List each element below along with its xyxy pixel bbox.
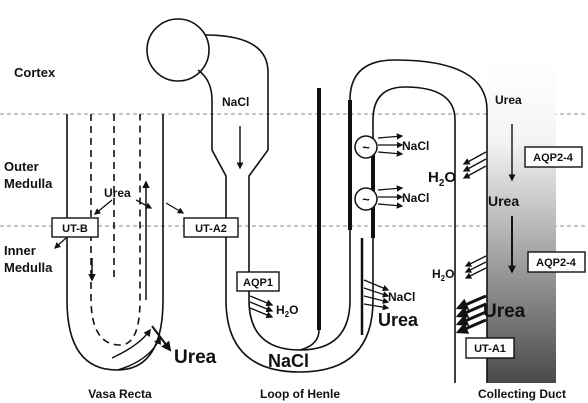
- duct-urea-efflux-arrows: [455, 294, 487, 334]
- pump-1-symbol: ~: [362, 140, 370, 155]
- pump-1-arrows: [377, 133, 404, 157]
- aqp2-4-lower-label: AQP2-4: [536, 257, 577, 269]
- ut-a2-label: UT-A2: [195, 223, 227, 235]
- loop-water-label: H2O: [276, 303, 298, 319]
- cortex-nacl-label: NaCl: [222, 95, 249, 109]
- urea-to-uta2-arrow: [135, 199, 153, 209]
- collecting-duct-label: Collecting Duct: [478, 387, 566, 401]
- ut-b-outflow-arrow: [54, 237, 67, 249]
- loop-bend-inner: [299, 329, 320, 351]
- duct-water-arrows-upper: [462, 151, 487, 179]
- vasa-urea-big-label: Urea: [174, 347, 217, 368]
- urea-into-loop-arrow: [165, 202, 185, 214]
- glomerulus: [146, 18, 210, 82]
- zone-cortex-label: Cortex: [14, 65, 56, 80]
- pump-2-symbol: ~: [362, 192, 370, 207]
- vasa-curve-arrow-outer: [117, 336, 161, 371]
- vasa-curve-arrow-inner: [111, 328, 151, 359]
- duct-urea-label-3: Urea: [483, 301, 526, 322]
- aqp2-4-upper-box: [524, 146, 583, 168]
- ut-b-label: UT-B: [62, 223, 88, 235]
- pump-2-nacl-label: NaCl: [402, 191, 429, 205]
- vasa-recta: [66, 114, 164, 371]
- inner-nacl-label: NaCl: [388, 290, 415, 304]
- ut-a2-box: [183, 217, 239, 238]
- zone-outer-label-1: Outer: [4, 159, 39, 174]
- nacl-pump-1: [354, 135, 378, 159]
- collecting-duct-lumen: [487, 60, 556, 383]
- loop-urea-label: Urea: [378, 310, 419, 330]
- duct-water-arrows-lower: [464, 255, 487, 279]
- aqp2-4-upper-label: AQP2-4: [533, 152, 574, 164]
- duct-water-label-lower: H2O: [432, 267, 454, 283]
- aqp2-4-lower-box: [527, 251, 586, 273]
- aqp1-water-arrows: [249, 295, 274, 319]
- urea-to-utb-arrow: [93, 199, 113, 215]
- duct-water-label-upper: H2O: [428, 169, 456, 189]
- inner-nacl-arrows: [363, 279, 390, 311]
- loop-of-henle-label: Loop of Henle: [260, 387, 340, 401]
- duct-urea-label-2: Urea: [488, 193, 519, 209]
- ut-a1-box: [465, 337, 515, 359]
- pump-1-nacl-label: NaCl: [402, 139, 429, 153]
- ut-b-box: [51, 217, 99, 238]
- pump-2-arrows: [377, 185, 404, 209]
- zone-inner-label-1: Inner: [4, 243, 36, 258]
- loop-of-henle: [197, 34, 488, 383]
- vasa-urea-label: Urea: [104, 186, 131, 200]
- zone-outer-label-2: Medulla: [4, 176, 53, 191]
- loop-bottom-nacl-label: NaCl: [268, 351, 309, 371]
- duct-urea-label-1: Urea: [495, 93, 522, 107]
- urea-big-arrow: [151, 325, 172, 352]
- ut-a1-label: UT-A1: [474, 343, 506, 355]
- aqp1-box: [236, 271, 280, 292]
- aqp1-label: AQP1: [243, 277, 273, 289]
- vasa-recta-label: Vasa Recta: [88, 387, 152, 401]
- nacl-pump-2: [354, 187, 378, 211]
- zone-inner-label-2: Medulla: [4, 260, 53, 275]
